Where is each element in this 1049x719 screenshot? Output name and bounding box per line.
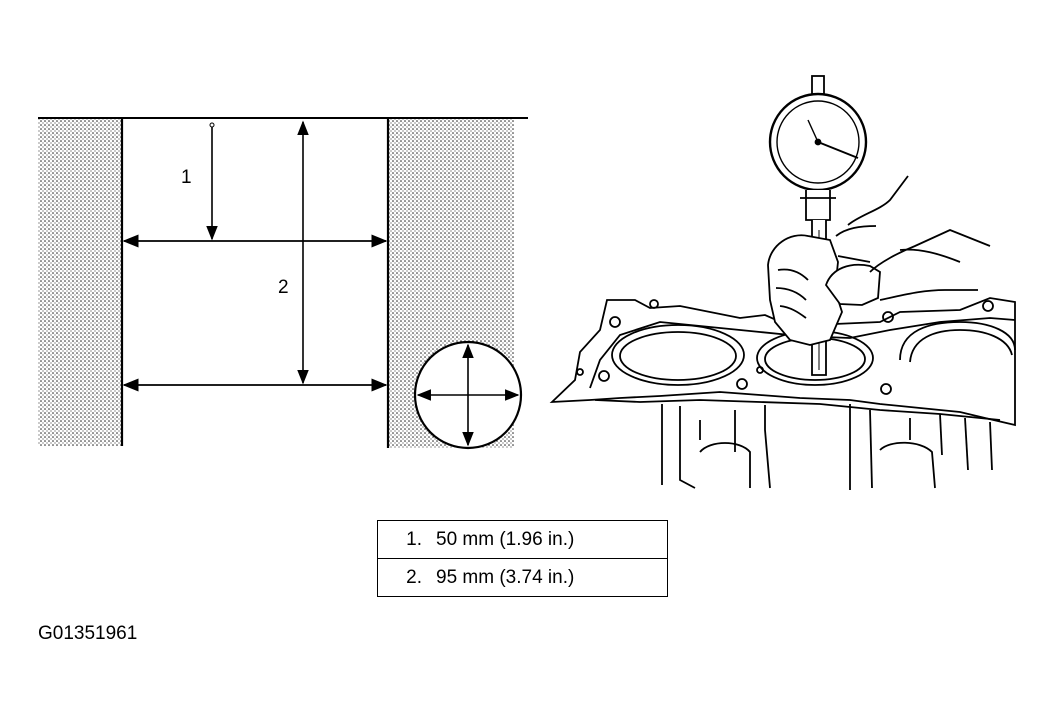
- figure-id: G01351961: [38, 623, 138, 644]
- technician-arm: [835, 175, 991, 301]
- left-cylinder-wall: [38, 118, 122, 446]
- spec-number: 1.: [406, 528, 422, 550]
- technician-hand: [767, 234, 881, 346]
- table-row: 2. 95 mm (3.74 in.): [377, 558, 668, 597]
- engine-block-illustration: [549, 75, 1016, 490]
- callout-1-label: 1: [181, 167, 192, 188]
- cylinder-cross-section: [38, 117, 528, 448]
- specification-table: 1. 50 mm (1.96 in.) 2. 95 mm (3.74 in.): [377, 520, 668, 597]
- callout-2-label: 2: [278, 277, 289, 298]
- spec-value: 50 mm (1.96 in.): [436, 528, 575, 550]
- spec-number: 2.: [406, 566, 422, 588]
- bore-top-view: [413, 340, 523, 450]
- table-row: 1. 50 mm (1.96 in.): [377, 520, 668, 559]
- spec-value: 95 mm (3.74 in.): [436, 566, 575, 588]
